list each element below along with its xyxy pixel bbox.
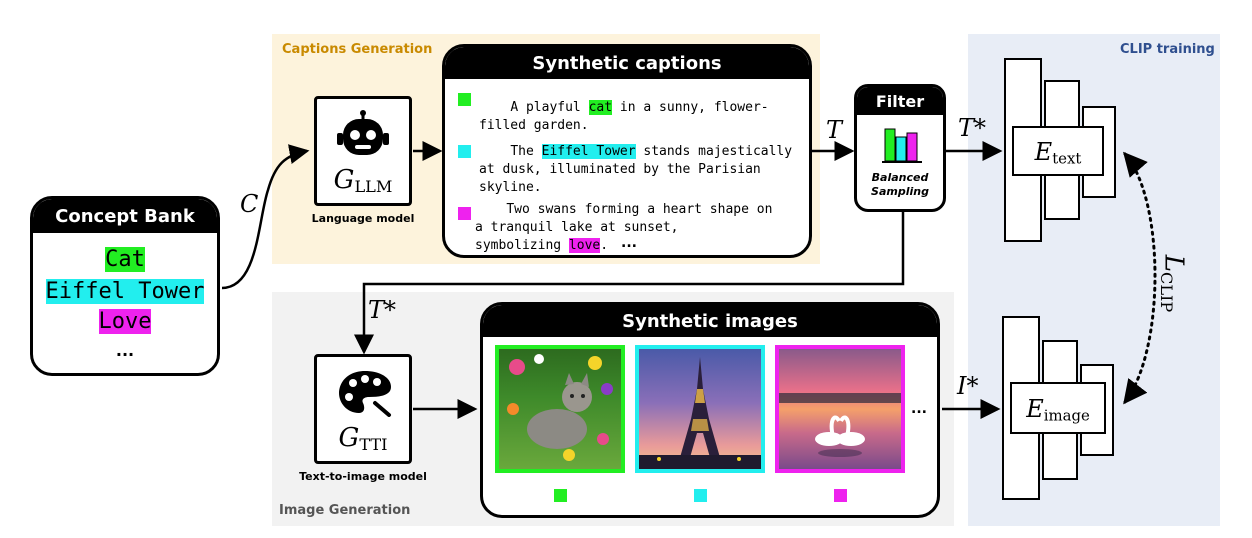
image-2-color-square [694,489,707,502]
image-3-color-square [834,489,847,502]
caption-1-color-square [458,93,471,106]
captions-ellipsis: ... [621,235,637,251]
robot-icon [337,110,389,155]
captions-generation-title: Captions Generation [282,42,433,57]
filter-title: Filter [857,87,943,115]
image-encoder-label-box: Eimage [1010,382,1106,434]
arrow-concept-to-llm [221,144,310,290]
synthetic-images-card: Synthetic images [480,302,940,518]
images-ellipsis: ... [911,401,927,417]
caption-1: A playful cat in a sunny, flower-filled … [479,100,769,133]
caption-2-color-square [458,145,471,158]
label-t-star-2: T* [368,296,397,324]
language-model-label: Language model [311,212,415,225]
bar-chart-icon [882,128,922,163]
tti-model-box: GTTI [314,354,412,464]
concept-item-eiffel-tower: Eiffel Tower [45,279,205,304]
filter-label: Balanced Sampling [871,171,929,198]
clip-training-title: CLIP training [1120,42,1215,57]
synthetic-captions-title: Synthetic captions [445,47,809,79]
label-t: T [826,116,843,144]
concept-item-love: Love [98,309,152,334]
palette-icon [339,371,391,417]
cat-in-garden-image [495,345,625,473]
arrow-filter-to-tti [354,212,905,355]
caption-3-color-square [458,207,471,220]
label-t-star: T* [958,114,987,142]
language-model-symbol: GLLM [333,165,393,197]
text-encoder-label-box: Etext [1012,126,1104,176]
image-generation-title: Image Generation [279,503,411,518]
tti-model-label: Text-to-image model [299,470,427,483]
concept-bank-title: Concept Bank [33,199,217,233]
label-i-star: I* [957,372,979,400]
concept-bank-card: Concept Bank Cat Eiffel Tower Love ... [30,196,220,376]
swans-heart-lake-image [775,345,905,473]
label-c: C [240,190,259,218]
concept-bank-ellipsis: ... [115,341,135,360]
concept-item-cat: Cat [105,247,145,272]
clip-loss-dotted-arrow [1123,151,1157,405]
image-1-color-square [554,489,567,502]
synthetic-images-title: Synthetic images [483,305,937,337]
tti-model-symbol: GTTI [338,423,388,455]
clip-loss-label: LCLIP [1157,254,1189,313]
eiffel-tower-dusk-image [635,345,765,473]
filter-card: Filter Balanced Sampling [854,84,946,212]
language-model-box: GLLM [314,96,412,206]
synthetic-captions-card: Synthetic captions A playful cat in a su… [442,44,812,258]
